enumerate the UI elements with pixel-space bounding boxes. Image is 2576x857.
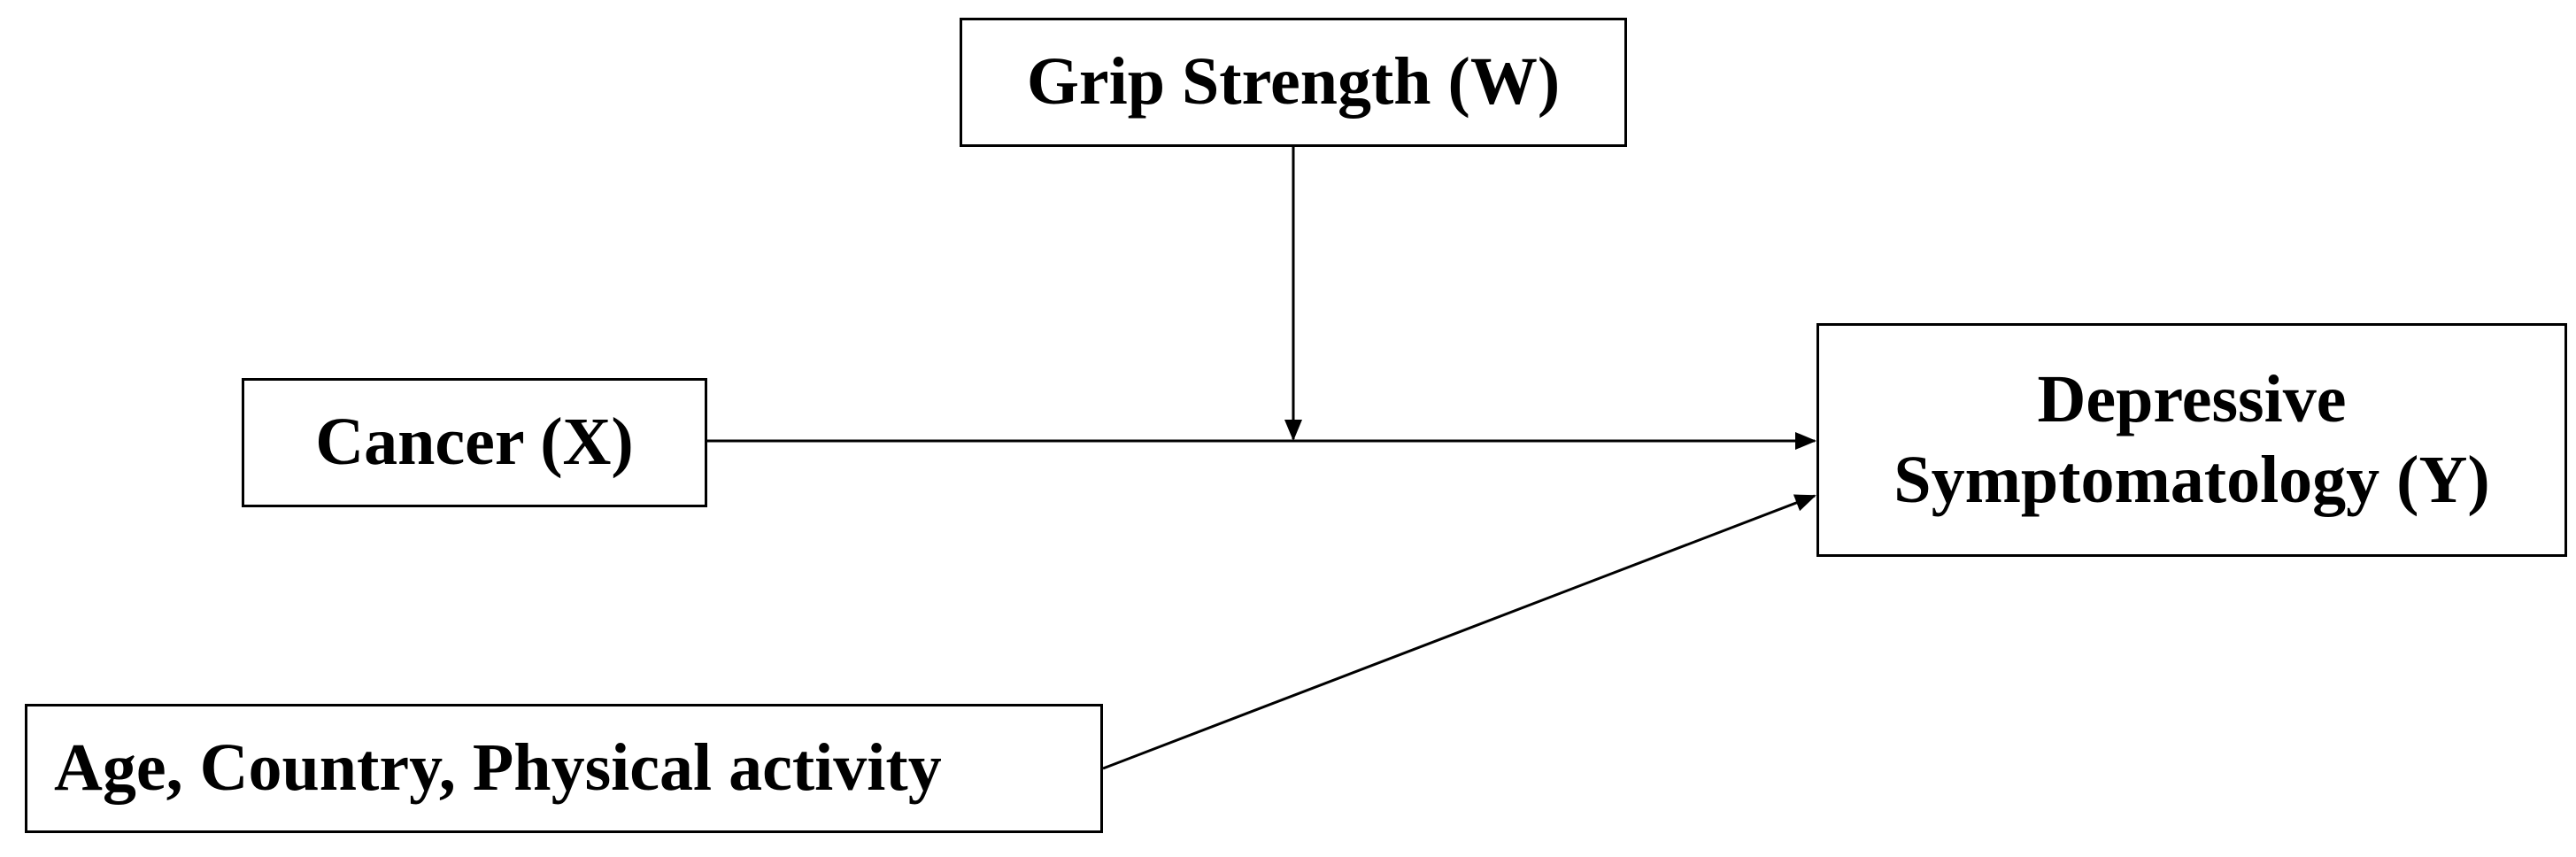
predictor-label: Cancer (X) [315, 405, 634, 480]
arrow-covariates-to-outcome [1102, 494, 1816, 770]
outcome-label: Depressive Symptomatology (Y) [1893, 359, 2489, 521]
moderator-label: Grip Strength (W) [1026, 44, 1561, 120]
covariates-label: Age, Country, Physical activity [54, 730, 942, 806]
predictor-box: Cancer (X) [242, 378, 707, 507]
covariates-box: Age, Country, Physical activity [25, 704, 1103, 833]
outcome-box: Depressive Symptomatology (Y) [1816, 323, 2567, 557]
outcome-label-line-2: Symptomatology (Y) [1893, 443, 2490, 517]
outcome-label-line-1: Depressive [2037, 361, 2347, 436]
moderator-box: Grip Strength (W) [960, 18, 1627, 147]
